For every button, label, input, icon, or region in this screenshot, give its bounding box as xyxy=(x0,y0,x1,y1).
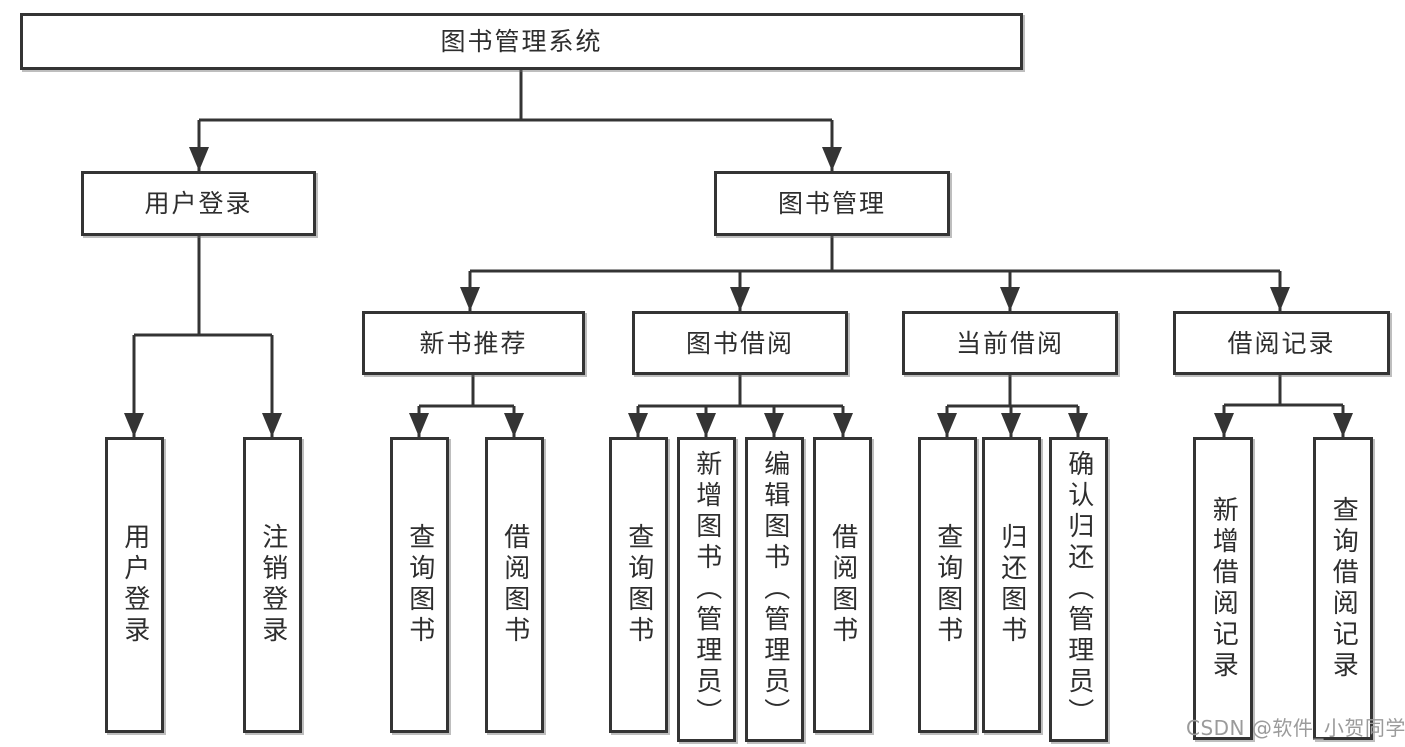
node-book-borrowing: 图书借阅 xyxy=(632,311,848,375)
leaf-label: 查询图书 xyxy=(404,523,435,647)
leaf-label: 借阅图书 xyxy=(499,523,530,647)
leaf-edit-books-admin: 编辑图书（管理员） xyxy=(745,437,804,742)
leaf-label: 归还图书 xyxy=(996,523,1027,647)
node-label: 用户登录 xyxy=(144,189,253,218)
leaf-label: 新增借阅记录 xyxy=(1208,495,1239,682)
leaf-borrow-books-borrowing: 借阅图书 xyxy=(813,437,872,733)
leaf-confirm-return-admin: 确认归还（管理员） xyxy=(1049,437,1108,742)
leaf-query-books-recommend: 查询图书 xyxy=(390,437,449,733)
node-label: 图书管理 xyxy=(777,189,886,218)
leaf-label: 借阅图书 xyxy=(827,523,858,647)
leaf-label: 查询图书 xyxy=(623,523,654,647)
leaf-label: 确认归还（管理员） xyxy=(1063,450,1094,729)
leaf-query-books-current: 查询图书 xyxy=(918,437,977,733)
leaf-label: 编辑图书（管理员） xyxy=(759,450,790,729)
leaf-query-borrow-record: 查询借阅记录 xyxy=(1313,437,1373,740)
watermark: CSDN @软件_小贺同学 xyxy=(1186,716,1405,740)
leaf-label: 查询图书 xyxy=(932,523,963,647)
node-book-management: 图书管理 xyxy=(714,171,950,236)
node-label: 借阅记录 xyxy=(1227,328,1336,358)
leaf-add-borrow-record: 新增借阅记录 xyxy=(1193,437,1253,740)
leaf-query-books-borrowing: 查询图书 xyxy=(609,437,668,733)
leaf-user-login: 用户登录 xyxy=(105,437,164,733)
node-label: 当前借阅 xyxy=(955,328,1064,358)
leaf-borrow-books-recommend: 借阅图书 xyxy=(485,437,544,733)
leaf-return-books: 归还图书 xyxy=(982,437,1041,733)
node-label: 图书借阅 xyxy=(685,328,794,358)
node-label: 新书推荐 xyxy=(419,328,528,358)
node-label: 图书管理系统 xyxy=(440,27,603,56)
node-new-book-recommendation: 新书推荐 xyxy=(362,311,585,375)
node-current-borrowing: 当前借阅 xyxy=(902,311,1118,375)
leaf-label: 注销登录 xyxy=(257,523,288,647)
leaf-logout-login: 注销登录 xyxy=(243,437,302,733)
node-user-login: 用户登录 xyxy=(81,171,316,236)
node-borrowing-records: 借阅记录 xyxy=(1173,311,1390,375)
node-library-management-system: 图书管理系统 xyxy=(20,13,1023,70)
leaf-label: 新增图书（管理员） xyxy=(691,450,722,729)
leaf-label: 查询借阅记录 xyxy=(1328,495,1359,682)
leaf-label: 用户登录 xyxy=(119,523,150,647)
leaf-add-books-admin: 新增图书（管理员） xyxy=(677,437,736,742)
